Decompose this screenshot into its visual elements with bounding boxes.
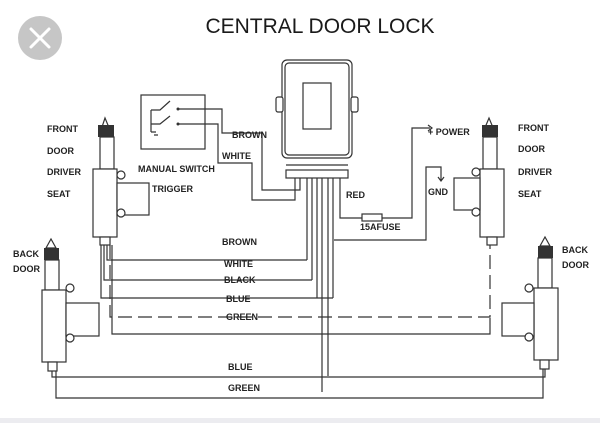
svg-text:SEAT: SEAT (518, 189, 542, 199)
fuse-label: 15AFUSE (360, 222, 401, 232)
switch-label-trigger: TRIGGER (152, 184, 194, 194)
control-module (275, 59, 359, 179)
gnd-label: GND (428, 187, 449, 197)
bus-label-brown: BROWN (222, 237, 257, 247)
actuator-front-left (92, 116, 150, 246)
svg-text:SEAT: SEAT (47, 189, 71, 199)
bus-label-blue: BLUE (226, 294, 251, 304)
fuse (361, 213, 383, 222)
diagram-title: CENTRAL DOOR LOCK (205, 15, 434, 38)
bus-label-blue-rear: BLUE (228, 362, 253, 372)
bottom-divider (0, 418, 600, 423)
svg-text:DOOR: DOOR (47, 146, 75, 156)
wire-label-white: WHITE (222, 151, 251, 161)
actuator-back-left (41, 237, 100, 372)
bus-label-green-rear: GREEN (228, 383, 260, 393)
manual-switch (140, 94, 301, 201)
svg-text:DRIVER: DRIVER (518, 167, 553, 177)
power-label: + POWER (428, 127, 470, 137)
actuator-back-right (501, 235, 559, 370)
svg-text:DOOR: DOOR (562, 260, 590, 270)
front-right-label: FRONT DOOR DRIVER SEAT (518, 123, 553, 199)
bus-label-green: GREEN (226, 312, 258, 322)
front-left-label: FRONT DOOR DRIVER SEAT (47, 124, 82, 199)
svg-text:DOOR: DOOR (518, 144, 546, 154)
svg-text:FRONT: FRONT (518, 123, 549, 133)
close-button[interactable] (18, 16, 62, 60)
bus-label-white: WHITE (224, 259, 253, 269)
svg-text:DOOR: DOOR (13, 264, 41, 274)
bus-label-black: BLACK (224, 275, 256, 285)
svg-text:BACK: BACK (13, 249, 39, 259)
svg-text:FRONT: FRONT (47, 124, 78, 134)
close-icon (29, 27, 51, 49)
svg-text:DRIVER: DRIVER (47, 167, 82, 177)
back-right-label: BACK DOOR (562, 245, 590, 270)
actuator-front-right (453, 116, 505, 246)
wire-label-brown: BROWN (232, 130, 267, 140)
svg-text:BACK: BACK (562, 245, 588, 255)
switch-label: MANUAL SWITCH (138, 164, 215, 174)
wire-label-red: RED (346, 190, 366, 200)
back-left-label: BACK DOOR (13, 249, 41, 274)
